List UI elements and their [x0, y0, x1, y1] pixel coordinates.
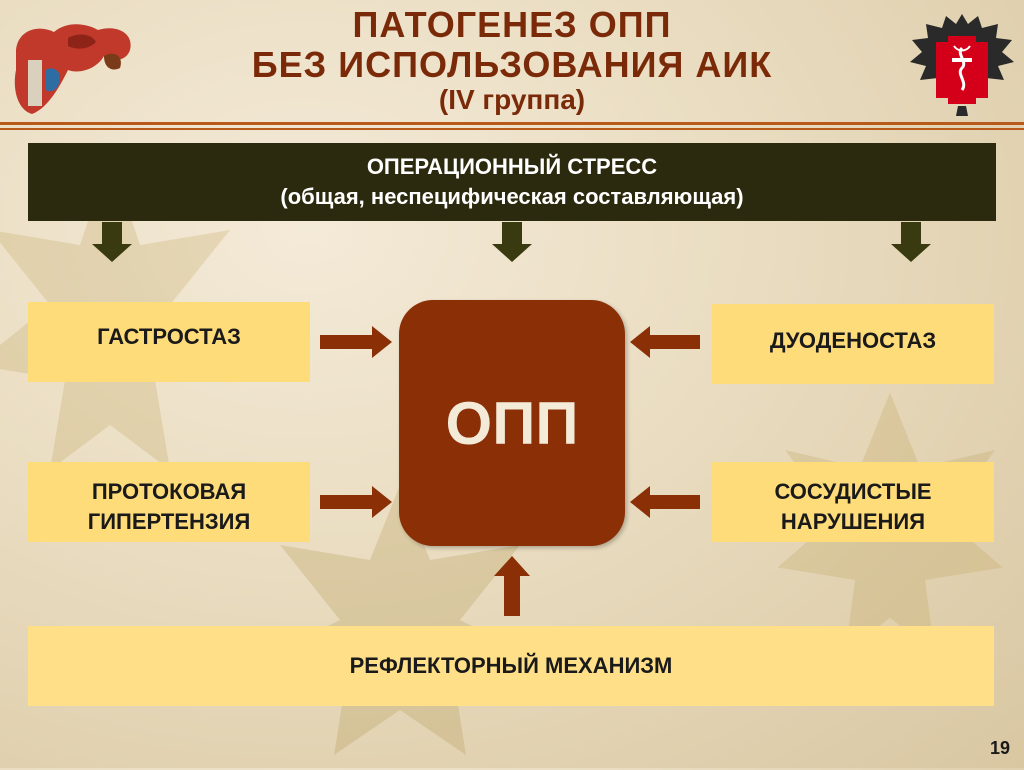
slide-title-line2: БЕЗ ИСПОЛЬЗОВАНИЯ АИК [251, 44, 773, 85]
anatomy-organs-icon [14, 24, 131, 114]
vascular-disorders-line1: СОСУДИСТЫЕ [774, 479, 932, 504]
arrow-from-gastrostasis [320, 326, 392, 358]
operational-stress-banner: ОПЕРАЦИОННЫЙ СТРЕСС (общая, неспецифичес… [28, 143, 996, 221]
background-leaf-bottom-icon [250, 485, 550, 755]
operational-stress-subtitle: (общая, неспецифическая составляющая) [280, 184, 744, 209]
vascular-disorders-line2: НАРУШЕНИЯ [780, 509, 926, 534]
operational-stress-title: ОПЕРАЦИОННЫЙ СТРЕСС [366, 154, 658, 179]
reflex-mechanism-box: РЕФЛЕКТОРНЫЙ МЕХАНИЗМ [28, 626, 994, 706]
ductal-hypertension-line2: ГИПЕРТЕНЗИЯ [87, 509, 251, 534]
title-divider-secondary [0, 128, 1024, 130]
arrow-down-left [92, 222, 132, 262]
arrow-down-right [891, 222, 931, 262]
gastrostasis-label: ГАСТРОСТАЗ [97, 324, 241, 349]
arrow-from-ductal-hypertension [320, 486, 392, 518]
slide-title-line1: ПАТОГЕНЕЗ ОПП [352, 4, 672, 45]
page-number: 19 [989, 738, 1010, 758]
reflex-mechanism-label: РЕФЛЕКТОРНЫЙ МЕХАНИЗМ [349, 653, 673, 678]
arrow-from-vascular-disorders [630, 486, 700, 518]
slide-title-line3: (IV группа) [438, 84, 586, 115]
ductal-hypertension-box: ПРОТОКОВАЯ ГИПЕРТЕНЗИЯ [28, 462, 310, 542]
gastrostasis-box: ГАСТРОСТАЗ [28, 302, 310, 382]
ductal-hypertension-line1: ПРОТОКОВАЯ [91, 479, 247, 504]
duodenostasis-label: ДУОДЕНОСТАЗ [769, 328, 937, 353]
opp-center-label: ОПП [445, 389, 579, 457]
opp-center-box: ОПП [399, 300, 625, 546]
vascular-disorders-box: СОСУДИСТЫЕ НАРУШЕНИЯ [712, 462, 994, 542]
arrow-down-center [492, 222, 532, 262]
title-divider [0, 122, 1024, 125]
double-headed-eagle-medical-emblem-icon [910, 14, 1014, 116]
arrow-from-duodenostasis [630, 326, 700, 358]
arrow-from-reflex [494, 556, 530, 616]
duodenostasis-box: ДУОДЕНОСТАЗ [712, 304, 994, 384]
